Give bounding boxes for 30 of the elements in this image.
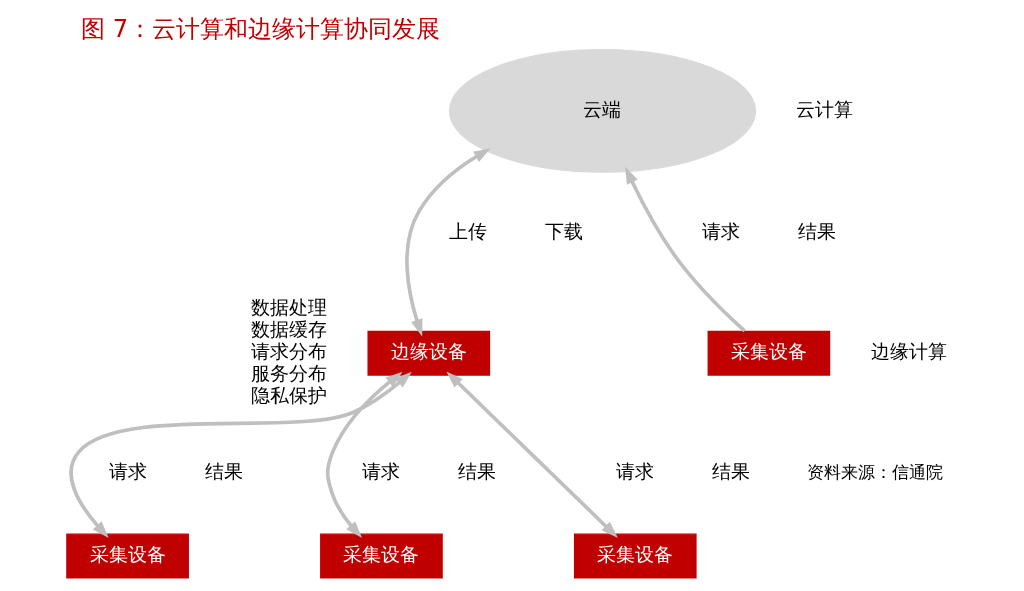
caption: 资料来源：信通院 bbox=[806, 461, 943, 482]
arrow bbox=[69, 371, 412, 538]
node-label: 请求分布 bbox=[251, 339, 328, 363]
node-ellipse: 云端 bbox=[448, 48, 757, 173]
label: 结果 bbox=[798, 219, 837, 243]
node-box: 边缘设备 bbox=[367, 330, 491, 376]
label: 结果 bbox=[204, 460, 243, 484]
label: 结果 bbox=[458, 460, 497, 484]
arrow bbox=[625, 166, 746, 333]
label: 请求 bbox=[362, 460, 401, 484]
node-box: 采集设备 bbox=[707, 330, 831, 376]
arrow bbox=[446, 371, 618, 538]
node-label: 隐私保护 bbox=[251, 383, 328, 407]
node-label: 数据缓存 bbox=[251, 317, 328, 341]
node-box: 采集设备 bbox=[573, 533, 697, 579]
node-label: 数据处理 bbox=[251, 296, 328, 320]
diagram-title: 图 7：云计算和边缘计算协同发展 bbox=[81, 14, 441, 44]
label: 请求 bbox=[108, 460, 147, 484]
arrow bbox=[405, 148, 491, 337]
label: 下载 bbox=[544, 219, 583, 243]
node-box: 采集设备 bbox=[66, 533, 189, 579]
label: 云计算 bbox=[796, 97, 854, 121]
node-box: 采集设备 bbox=[320, 533, 443, 579]
label: 结果 bbox=[712, 460, 751, 484]
label: 请求 bbox=[702, 219, 741, 243]
node-label: 服务分布 bbox=[251, 361, 328, 385]
label: 上传 bbox=[448, 219, 487, 243]
arrow bbox=[325, 371, 403, 539]
label: 请求 bbox=[616, 460, 655, 484]
label: 边缘计算 bbox=[870, 339, 947, 363]
